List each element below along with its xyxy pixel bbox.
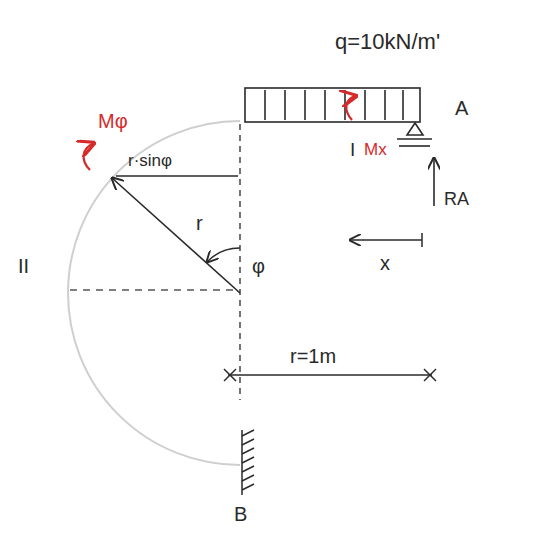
reaction-arrow — [433, 158, 435, 206]
moment-arrow — [346, 96, 356, 120]
dimension-label: r·sinφ — [128, 152, 172, 171]
load-label: q=10kN/m' — [335, 30, 440, 54]
reaction-label: RA — [444, 190, 469, 210]
angle-label: φ — [252, 255, 265, 277]
section-label: II — [18, 255, 29, 277]
point-label: A — [455, 97, 468, 119]
distributed-load — [245, 88, 420, 122]
coordinate-arrow — [350, 233, 422, 247]
section-line — [70, 289, 236, 290]
dimension-label: r=1m — [290, 345, 336, 367]
moment-label: Mφ — [98, 110, 128, 132]
roller-support — [397, 123, 432, 146]
lever-arm — [116, 175, 238, 176]
angle-arc — [207, 248, 240, 262]
axis-line — [239, 124, 240, 400]
radius-label: r — [196, 212, 203, 234]
section-label: I — [350, 140, 355, 161]
dimension-line — [224, 369, 436, 381]
curved-bar — [68, 121, 240, 465]
coordinate-label: x — [380, 252, 390, 274]
moment-label: Mx — [364, 141, 387, 160]
fixed-support — [242, 430, 254, 495]
point-label: B — [234, 503, 247, 525]
radius-line — [112, 178, 240, 293]
moment-arrow — [84, 143, 94, 170]
